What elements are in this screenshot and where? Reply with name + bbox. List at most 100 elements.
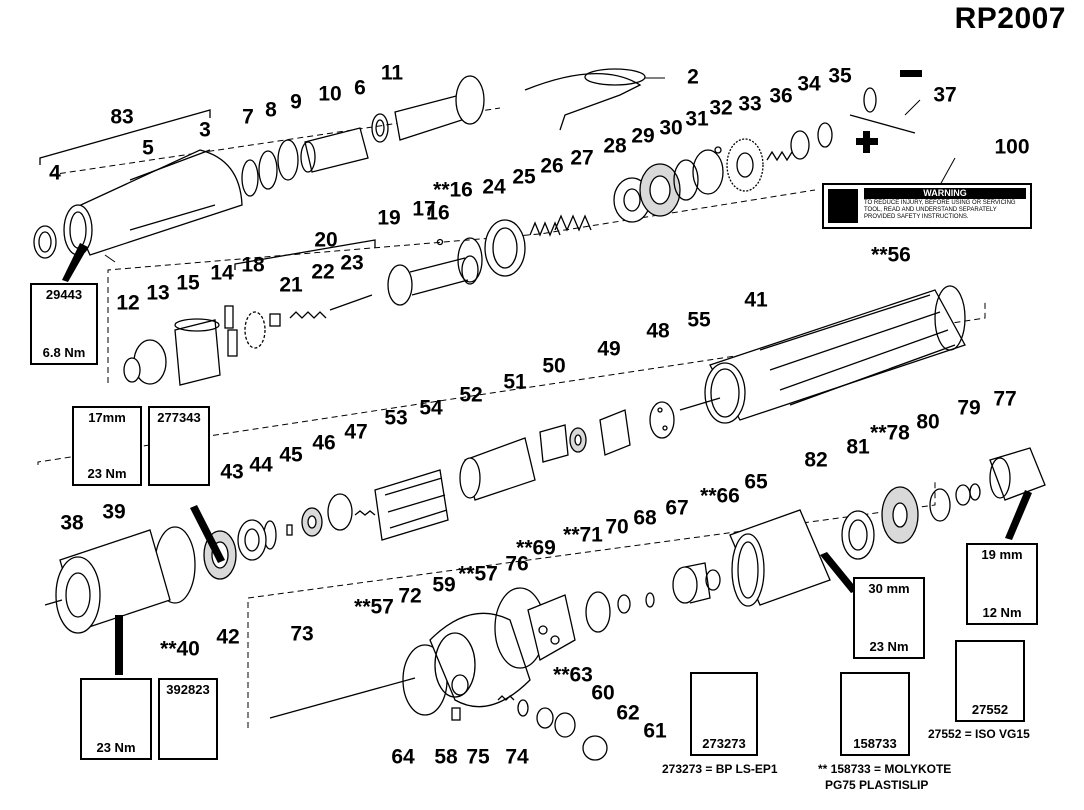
part-22 bbox=[289, 311, 327, 319]
callout-3: 3 bbox=[199, 118, 211, 142]
callout-49: 49 bbox=[597, 337, 621, 361]
part-50 bbox=[569, 427, 587, 453]
part-21 bbox=[269, 313, 281, 327]
callout-56: **56 bbox=[871, 243, 911, 267]
callout-5: 5 bbox=[142, 136, 154, 160]
callout-47: 47 bbox=[344, 420, 368, 444]
callout-8: 8 bbox=[265, 98, 277, 122]
part-48 bbox=[649, 401, 675, 439]
part-61 bbox=[582, 735, 608, 761]
callout-57-right: **57 bbox=[458, 562, 498, 586]
callout-73: 73 bbox=[290, 622, 314, 646]
part-7 bbox=[241, 159, 259, 197]
callout-79: 79 bbox=[957, 396, 981, 420]
callout-72: 72 bbox=[398, 584, 422, 608]
callout-15: 15 bbox=[176, 271, 200, 295]
part-12 bbox=[123, 339, 167, 385]
part-59 bbox=[429, 612, 531, 708]
callout-37: 37 bbox=[933, 83, 957, 107]
callout-70: 70 bbox=[605, 515, 629, 539]
callout-4: 4 bbox=[49, 161, 61, 185]
part-77 bbox=[989, 447, 1046, 501]
callout-60: 60 bbox=[591, 681, 615, 705]
legend-273273: 273273 = BP LS-EP1 bbox=[662, 762, 778, 776]
part-37-reverse bbox=[849, 87, 916, 134]
box-29443: 29443 6.8 Nm bbox=[30, 283, 98, 365]
part-36 bbox=[766, 150, 793, 162]
callout-31: 31 bbox=[685, 107, 709, 131]
callout-11: 11 bbox=[380, 61, 404, 85]
part-2-ring bbox=[584, 68, 646, 86]
callout-36: 36 bbox=[769, 84, 793, 108]
legend-158733-line1: ** 158733 = MOLYKOTE bbox=[818, 762, 952, 776]
callout-74: 74 bbox=[505, 745, 529, 769]
callout-82: 82 bbox=[804, 448, 828, 472]
box-23nm: 23 Nm bbox=[80, 678, 152, 760]
callout-81: 81 bbox=[846, 435, 870, 459]
part-46 bbox=[301, 507, 323, 537]
callout-77: 77 bbox=[993, 387, 1017, 411]
callout-29: 29 bbox=[631, 124, 655, 148]
callout-22: 22 bbox=[311, 260, 335, 284]
callout-16: 16 bbox=[426, 201, 450, 225]
part-15 bbox=[227, 329, 238, 357]
callout-43: 43 bbox=[220, 460, 244, 484]
callout-76: 76 bbox=[505, 552, 529, 576]
callout-27: 27 bbox=[570, 146, 594, 170]
callout-12: 12 bbox=[116, 291, 140, 315]
box-392823: 392823 bbox=[158, 678, 218, 760]
arrow-17mm bbox=[190, 505, 225, 563]
callout-61: 61 bbox=[643, 719, 667, 743]
callout-59: 59 bbox=[432, 573, 456, 597]
callout-78: **78 bbox=[870, 421, 910, 445]
guide-line bbox=[49, 107, 501, 176]
box-19mm: 19 mm 12 Nm bbox=[966, 543, 1038, 625]
part-23 bbox=[329, 294, 373, 311]
part-32 bbox=[714, 146, 722, 154]
part-31 bbox=[692, 149, 724, 195]
bracket-20 bbox=[234, 239, 376, 270]
box-27552: 27552 bbox=[955, 640, 1025, 722]
part-35 bbox=[817, 122, 833, 148]
part-64-58 bbox=[451, 674, 469, 721]
callout-39: 39 bbox=[102, 500, 126, 524]
part-2-hook bbox=[524, 73, 642, 131]
guide-line bbox=[107, 189, 816, 383]
box-17mm: 17mm 23 Nm bbox=[72, 406, 142, 486]
part-14 bbox=[224, 305, 234, 329]
part-18 bbox=[244, 311, 266, 349]
callout-2: 2 bbox=[687, 65, 699, 89]
callout-67: 67 bbox=[665, 496, 689, 520]
part-63-60-62 bbox=[536, 707, 576, 738]
part-66 bbox=[705, 569, 721, 591]
part-5-3-housing bbox=[63, 149, 243, 256]
callout-54: 54 bbox=[419, 396, 443, 420]
part-53-54-rotor bbox=[374, 469, 449, 541]
warning-label: WARNING TO REDUCE INJURY, BEFORE USING O… bbox=[822, 183, 1032, 229]
part-76 bbox=[527, 594, 576, 661]
callout-7: 7 bbox=[242, 105, 254, 129]
callout-42: 42 bbox=[216, 625, 240, 649]
callout-21: 21 bbox=[279, 273, 303, 297]
part-80 bbox=[955, 484, 971, 506]
arrow-30mm bbox=[820, 552, 858, 593]
callout-20: 20 bbox=[314, 228, 338, 252]
legend-158733-line2: PG75 PLASTISLIP bbox=[825, 778, 929, 792]
callout-46: 46 bbox=[312, 431, 336, 455]
part-47 bbox=[327, 493, 353, 531]
guide-line bbox=[247, 480, 936, 728]
callout-63: **63 bbox=[553, 663, 593, 687]
part-55 bbox=[679, 397, 721, 411]
part-17 bbox=[436, 238, 444, 246]
part-73 bbox=[269, 677, 416, 719]
guide-line bbox=[37, 300, 986, 465]
arrow-29443 bbox=[62, 243, 88, 282]
part-79 bbox=[969, 483, 981, 501]
warning-heading: WARNING bbox=[864, 188, 1026, 199]
part-30 bbox=[673, 159, 699, 201]
part-56 bbox=[934, 285, 966, 351]
rotor-spring bbox=[354, 510, 376, 516]
callout-19: 19 bbox=[377, 206, 401, 230]
part-75-74 bbox=[497, 695, 529, 717]
